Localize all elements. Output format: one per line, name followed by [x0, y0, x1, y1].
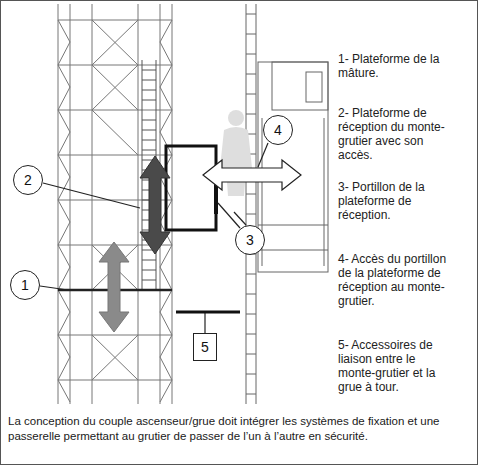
callout-circle: 4: [263, 115, 293, 145]
mast-arrow: [99, 242, 129, 332]
callout-number: 1: [21, 277, 29, 293]
callout-circle: 3: [235, 225, 265, 255]
crane-mast: [58, 4, 172, 404]
legend-item: 4- Accès du portillon de la plateforme d…: [338, 252, 456, 308]
callout-box: 5: [193, 333, 217, 361]
hoist: [246, 4, 328, 404]
leader-lines: [40, 143, 268, 333]
legend-item: 1- Plateforme de la mâture.: [338, 52, 456, 80]
legend-item: 5- Accessoires de liaison entre le monte…: [338, 338, 456, 394]
callout-number: 2: [24, 172, 32, 188]
access-arrow: [140, 156, 170, 254]
callout-circle: 2: [13, 165, 43, 195]
callout-number: 4: [274, 122, 282, 138]
person-silhouette: [220, 110, 252, 196]
link-bar: [176, 311, 240, 314]
legend-item: 2- Plateforme de réception du monte-grut…: [338, 106, 456, 162]
callout-circle: 1: [10, 270, 40, 300]
passage-arrow: [203, 160, 301, 190]
legend-item: 3- Portillon de la plateforme de récepti…: [338, 180, 456, 222]
callout-number: 3: [246, 232, 254, 248]
caption: La conception du couple ascenseur/grue d…: [8, 414, 470, 444]
callout-number: 5: [201, 339, 209, 355]
reception-platform: [166, 146, 216, 230]
